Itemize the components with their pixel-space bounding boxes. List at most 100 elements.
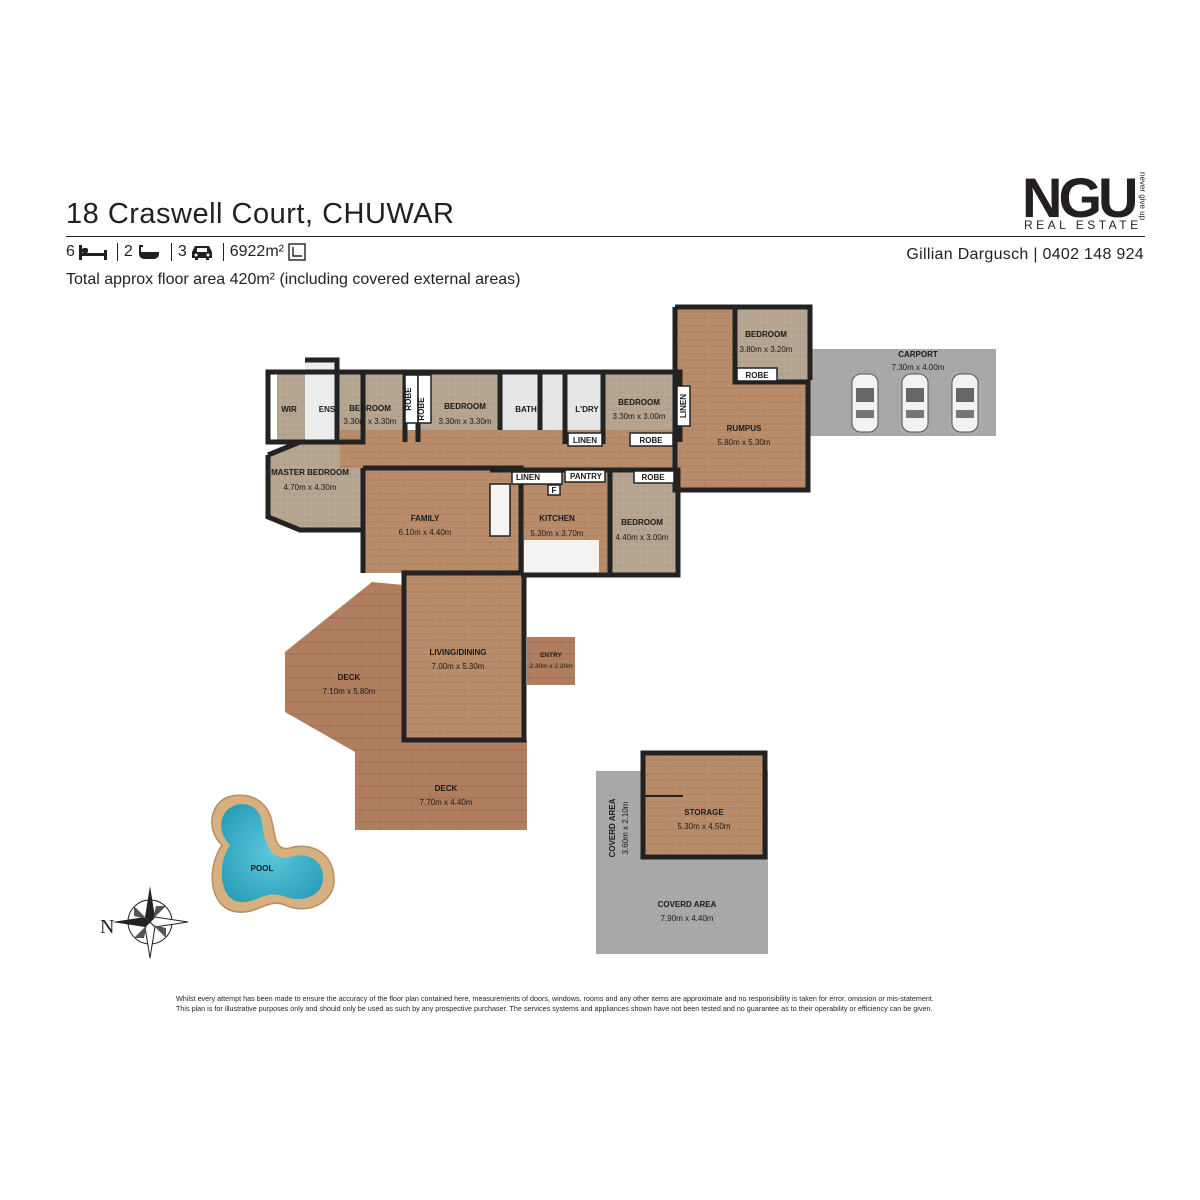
fridge-label: F: [552, 486, 557, 495]
compass-icon: [112, 886, 189, 959]
bedroom5-wall: [610, 467, 681, 578]
disclaimer-line-2: This plan is for illustrative purposes o…: [176, 1004, 933, 1013]
bedroom1-dim: 3.30m x 3.30m: [344, 417, 397, 426]
wc-floor: [540, 372, 565, 430]
bedroom4-wall: [732, 307, 810, 385]
cars-count: 3: [177, 243, 187, 260]
storage-name: STORAGE: [684, 808, 724, 817]
bedroom5-name: BEDROOM: [621, 518, 663, 527]
bath-label: BATH: [515, 405, 537, 414]
linen-3-box: [511, 471, 563, 485]
ensuite-wall: [305, 357, 340, 442]
covered-area-2-dim: 7.90m x 4.40m: [661, 914, 714, 923]
disclaimer: Whilst every attempt has been made to en…: [176, 994, 1036, 1014]
bath-icon: [137, 244, 161, 260]
bedroom5-dim: 4.40m x 3.00m: [616, 533, 669, 542]
logo-mark: NGU: [1022, 166, 1138, 229]
covered-area-1-name: COVERD AREA: [608, 798, 617, 857]
wir-floor: [277, 372, 307, 442]
master-floor: [268, 442, 361, 530]
robe-5-label: ROBE: [641, 473, 665, 482]
land-area-icon: [288, 243, 306, 261]
logo-tagline: never give up: [1138, 172, 1147, 221]
kitchen-name: KITCHEN: [539, 514, 575, 523]
total-floor-area: Total approx floor area 420m² (including…: [66, 271, 521, 288]
agent-contact: Gillian Dargusch | 0402 148 924: [906, 246, 1144, 263]
bed-icon: [78, 244, 107, 260]
robe-4-label: ROBE: [745, 371, 769, 380]
deck2-dim: 7.70m x 4.40m: [420, 798, 473, 807]
kitchen-dim: 5.30m x 3.70m: [531, 529, 584, 538]
divider: [170, 243, 172, 261]
bedroom5-floor: [610, 470, 678, 574]
pantry-box: [564, 469, 606, 483]
kitchen-island: [489, 483, 511, 537]
deck1-dim: 7.10m x 5.80m: [323, 687, 376, 696]
covered-area-1-dim: 3.60m x 2.10m: [621, 801, 630, 854]
carport: [810, 349, 996, 436]
car-icon: [191, 244, 213, 260]
linen-2-label: LINEN: [679, 394, 688, 418]
family-dim: 6.10m x 4.40m: [399, 528, 452, 537]
bedroom2-name: BEDROOM: [444, 402, 486, 411]
storage-dim: 5.30m x 4.50m: [678, 822, 731, 831]
storage-room: [640, 750, 768, 860]
pantry-label: PANTRY: [570, 472, 603, 481]
robe-4-box: [736, 367, 778, 382]
kitchen-bench: [524, 540, 599, 573]
entry-dim: 2.30m x 2.20m: [530, 663, 573, 670]
living-floor: [404, 573, 524, 740]
ensuite-label: ENS: [319, 405, 336, 414]
robe-3-label: ROBE: [639, 436, 663, 445]
robe-1-label: ROBE: [404, 387, 413, 411]
linen-3-label: LINEN: [516, 473, 540, 482]
kitchen-wall: [490, 467, 613, 578]
pool-label: POOL: [251, 864, 274, 873]
car-icon: [901, 373, 929, 433]
car-icon: [951, 373, 979, 433]
bedroom3-dim: 3.30m x 3.00m: [613, 412, 666, 421]
property-address: 18 Craswell Court, CHUWAR: [66, 198, 455, 230]
robe-2-box: [417, 374, 432, 424]
master-bedroom-name: MASTER BEDROOM: [271, 468, 349, 477]
robe-5-box: [633, 470, 675, 484]
divider: [116, 243, 118, 261]
divider: [222, 243, 224, 261]
land-size: 6922m²: [229, 243, 284, 260]
car-icon: [851, 373, 879, 433]
robe-2-label: ROBE: [417, 397, 426, 421]
bath-floor: [500, 372, 540, 430]
beds-count: 6: [66, 243, 75, 260]
hallway-floor: [340, 430, 680, 468]
linen-1-label: LINEN: [573, 436, 597, 445]
deck1-name: DECK: [338, 673, 361, 682]
rumpus-wall: [672, 304, 813, 493]
living-dining-name: LIVING/DINING: [430, 648, 487, 657]
ngu-logo: NGU REAL ESTATE never give up: [1022, 166, 1147, 236]
rumpus-dim: 5.80m x 5.30m: [718, 438, 771, 447]
linen-1-box: [567, 432, 603, 447]
laundry-label: L'DRY: [575, 405, 599, 414]
property-stats: 6 2 3 6922m²: [66, 243, 310, 261]
compass-north-label: N: [100, 916, 114, 938]
storage-wall: [640, 750, 768, 860]
robe-3-box: [629, 432, 674, 447]
bedroom4-name: BEDROOM: [745, 330, 787, 339]
master-bedroom-dim: 4.70m x 4.30m: [284, 483, 337, 492]
linen-2-box: [676, 385, 691, 427]
bedroom4-dim: 3.80m x 3.20m: [740, 345, 793, 354]
bedroom3-name: BEDROOM: [618, 398, 660, 407]
covered-area-2-name: COVERD AREA: [658, 900, 717, 909]
carport-dim: 7.30m x 4.00m: [892, 363, 945, 372]
living-dining-dim: 7.00m x 5.30m: [432, 662, 485, 671]
bedroom1-name: BEDROOM: [349, 404, 391, 413]
pool: [211, 794, 335, 913]
deck2-name: DECK: [435, 784, 458, 793]
header-divider: [66, 236, 1145, 237]
logo-subtitle: REAL ESTATE: [1024, 218, 1142, 232]
master-walls: [265, 439, 361, 533]
deck-area: [285, 582, 527, 830]
entry-deck: [527, 637, 575, 685]
baths-count: 2: [123, 243, 133, 260]
